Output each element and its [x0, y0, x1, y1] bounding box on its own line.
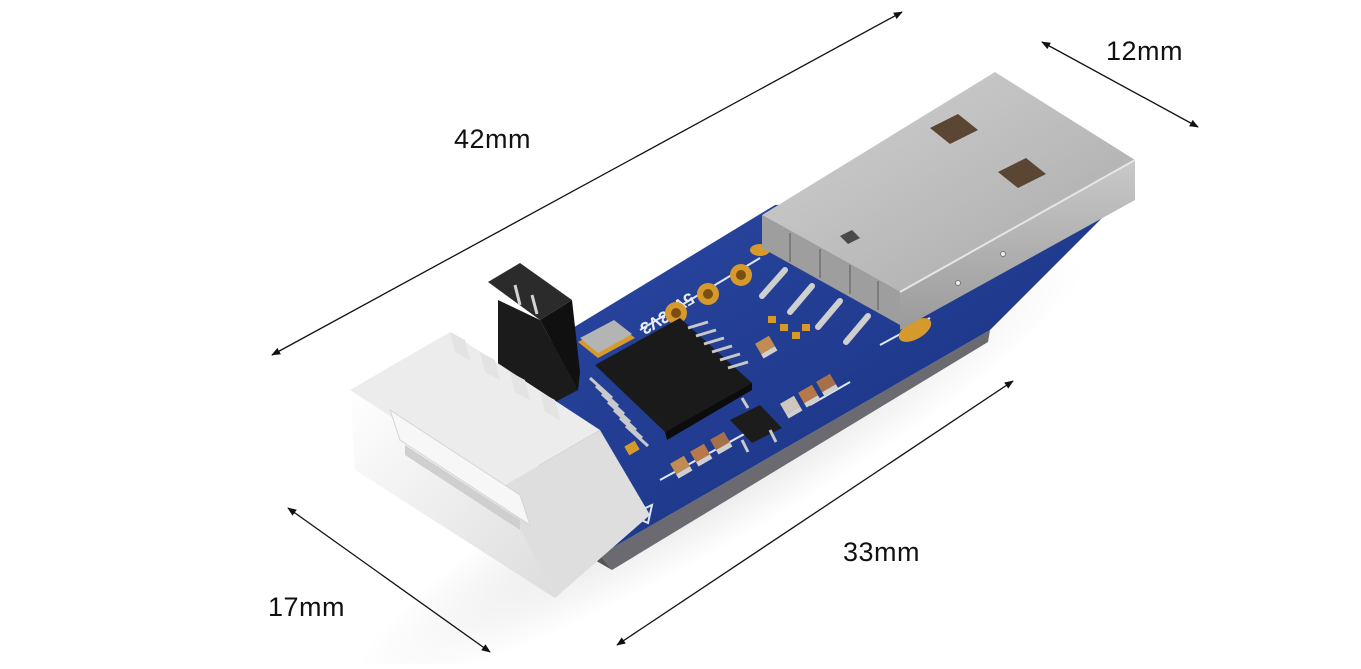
crystal-oscillator	[578, 320, 635, 358]
dimension-label-12mm: 12mm	[1106, 36, 1184, 66]
usb-a-connector	[762, 72, 1136, 330]
usb-pins	[759, 267, 871, 345]
ic-chip	[588, 318, 752, 448]
solder-pads	[665, 244, 932, 342]
dimension-label-33mm: 33mm	[843, 537, 921, 567]
dimension-line-42mm	[271, 11, 903, 356]
dimension-label-42mm: 42mm	[454, 124, 532, 154]
dimension-line-33mm	[616, 380, 1014, 646]
transistor	[730, 397, 782, 453]
dimension-line-12mm	[1041, 41, 1199, 128]
smd-components	[624, 316, 839, 479]
jst-connector	[350, 332, 650, 598]
dimension-label-17mm: 17mm	[268, 592, 346, 622]
